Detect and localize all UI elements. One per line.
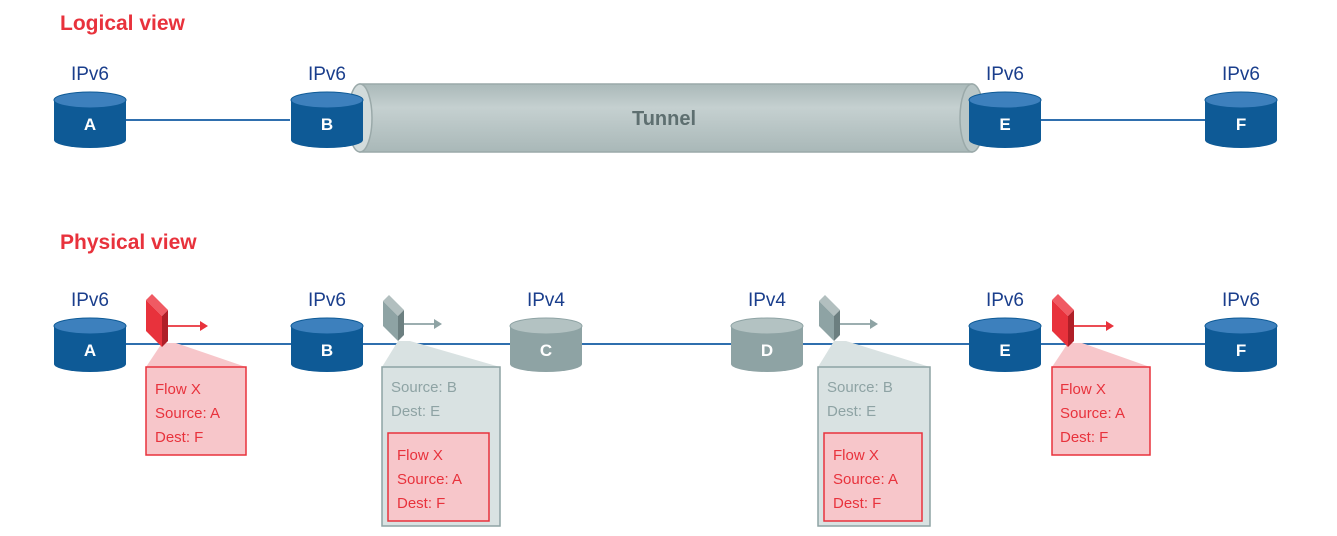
logical-view-title: Logical view (60, 12, 186, 35)
logical-node-a: IPv6 A (53, 64, 127, 148)
node-label: B (321, 341, 333, 360)
physical-node-c: IPv4 C (509, 290, 583, 372)
physical-node-b: IPv6 B (290, 290, 364, 372)
protocol-label: IPv6 (71, 64, 109, 85)
inner-header-line: Dest: F (833, 495, 881, 512)
node-label: A (84, 115, 96, 134)
callout-wedge-2 (382, 341, 500, 367)
protocol-label: IPv6 (986, 290, 1024, 311)
callout-wedge-4 (1052, 343, 1150, 367)
inner-header-line: Source: A (397, 471, 462, 488)
physical-node-e: IPv6 E (968, 290, 1042, 372)
node-label: F (1236, 341, 1246, 360)
inner-header-line: Dest: F (1060, 429, 1108, 446)
inner-packet-box (823, 432, 923, 522)
tunnel-label: Tunnel (632, 108, 696, 130)
inner-header-line: Source: A (833, 471, 898, 488)
packet-icon-3 (819, 295, 878, 341)
inner-header-line: Dest: F (397, 495, 445, 512)
logical-node-b: IPv6 B (290, 64, 364, 148)
protocol-label: IPv4 (748, 290, 786, 311)
protocol-label: IPv6 (71, 290, 109, 311)
node-label: D (761, 341, 773, 360)
protocol-label: IPv4 (527, 290, 565, 311)
inner-header-line: Dest: F (155, 429, 203, 446)
inner-header-line: Flow X (1060, 381, 1106, 398)
physical-node-d: IPv4 D (730, 290, 804, 372)
packet-header-box-4: Flow X Source: A Dest: F (1051, 366, 1151, 456)
protocol-label: IPv6 (1222, 64, 1260, 85)
outer-header-line: Source: B (827, 379, 893, 396)
node-label: F (1236, 115, 1246, 134)
inner-header-line: Flow X (155, 381, 201, 398)
protocol-label: IPv6 (986, 64, 1024, 85)
node-label: A (84, 341, 96, 360)
inner-header-line: Flow X (833, 447, 879, 464)
node-label: E (999, 115, 1010, 134)
packet-icon-1 (146, 294, 208, 347)
callout-wedge-1 (146, 343, 246, 367)
tunnel: Tunnel (347, 83, 985, 153)
node-label: E (999, 341, 1010, 360)
inner-header-line: Source: A (155, 405, 220, 422)
inner-header-line: Source: A (1060, 405, 1125, 422)
node-label: C (540, 341, 552, 360)
protocol-label: IPv6 (1222, 290, 1260, 311)
physical-node-f: IPv6 F (1204, 290, 1278, 372)
outer-header-line: Dest: E (391, 403, 440, 420)
physical-view-title: Physical view (60, 231, 197, 254)
outer-header-line: Dest: E (827, 403, 876, 420)
logical-node-f: IPv6 F (1204, 64, 1278, 148)
protocol-label: IPv6 (308, 64, 346, 85)
packet-header-box-2: Source: B Dest: E Flow X Source: A Dest:… (381, 366, 501, 527)
inner-header-line: Flow X (397, 447, 443, 464)
packet-icon-2 (383, 295, 442, 341)
protocol-label: IPv6 (308, 290, 346, 311)
packet-header-box-1: Flow X Source: A Dest: F (145, 366, 247, 456)
packet-icon-4 (1052, 294, 1114, 347)
outer-header-line: Source: B (391, 379, 457, 396)
logical-node-e: IPv6 E (968, 64, 1042, 148)
node-label: B (321, 115, 333, 134)
inner-packet-box (387, 432, 490, 522)
callout-wedge-3 (818, 341, 930, 367)
physical-node-a: IPv6 A (53, 290, 127, 372)
packet-header-box-3: Source: B Dest: E Flow X Source: A Dest:… (817, 366, 931, 527)
